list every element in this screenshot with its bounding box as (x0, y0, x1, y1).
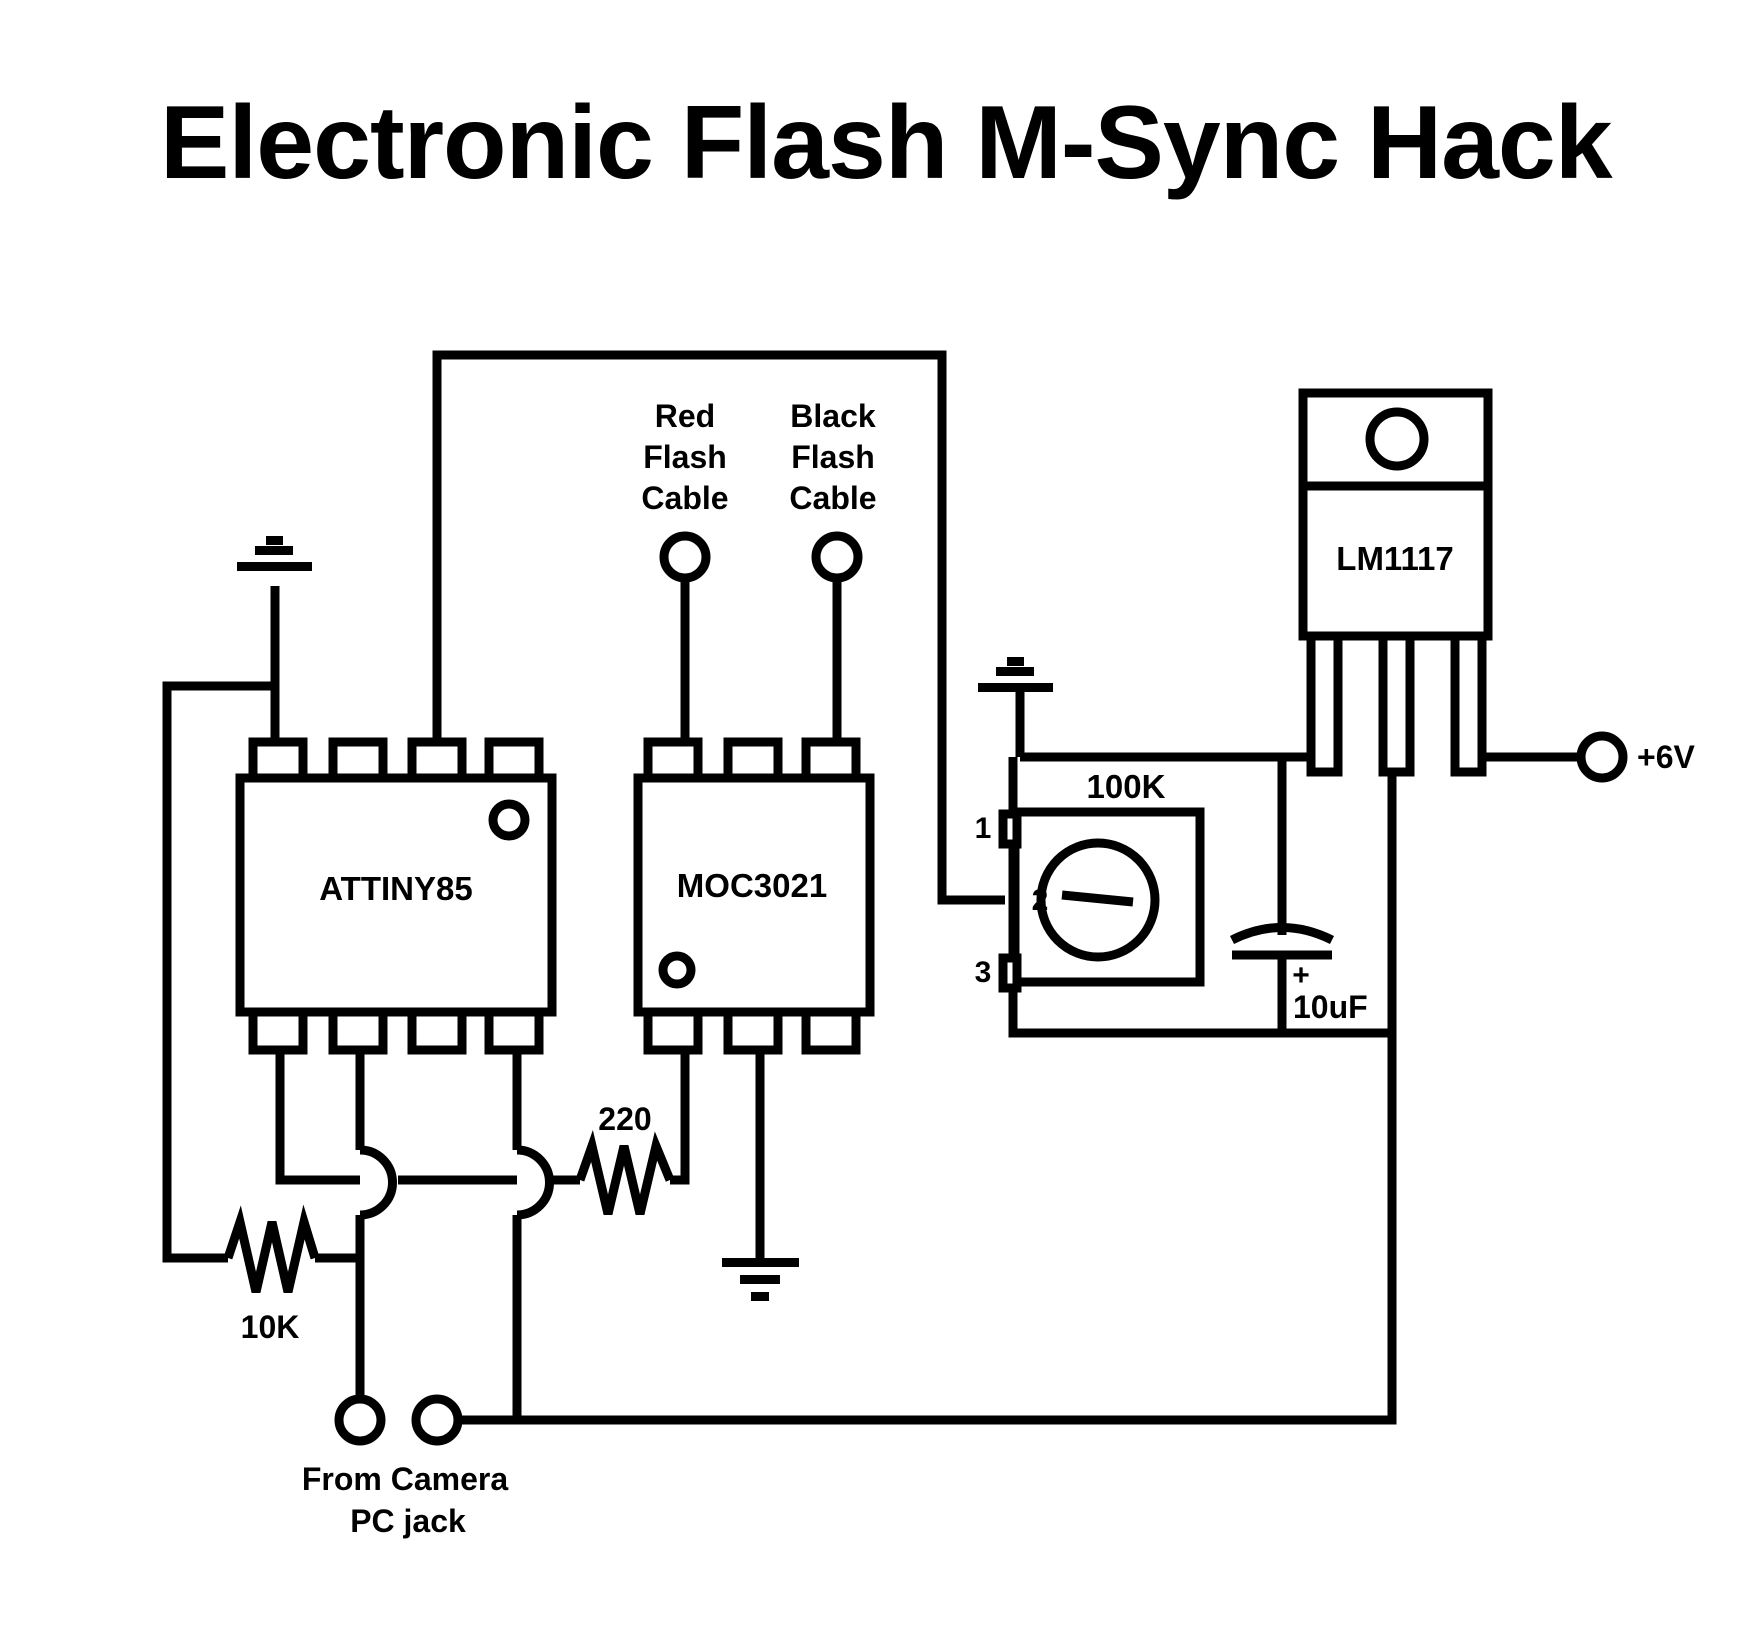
camera-signal-terminal (334, 1394, 386, 1446)
ground-symbol-top-left (237, 536, 312, 571)
resistor-220: 220 (575, 1101, 675, 1216)
potentiometer-label: 100K (1087, 768, 1166, 805)
attiny85-label: ATTINY85 (319, 870, 472, 907)
moc3021-chip: MOC3021 (633, 737, 875, 1055)
wire-attiny-pin3-to-pot-wiper (432, 350, 1005, 905)
supply-label: +6V (1637, 739, 1695, 775)
ground-symbol-moc (722, 1258, 799, 1301)
potentiometer-wiper (1061, 890, 1134, 907)
camera-label-line2: PC jack (350, 1503, 466, 1539)
wire-hop-over-2 (516, 1145, 554, 1220)
red-cable-label-line1: Red (655, 398, 715, 434)
lm1117-regulator: LM1117 (1298, 388, 1493, 777)
lm1117-mounting-hole (1365, 407, 1429, 471)
capacitor-label: 10uF (1293, 989, 1368, 1025)
potentiometer-pin-2-label: 2 (1032, 884, 1049, 917)
black-cable-label-line1: Black (790, 398, 876, 434)
capacitor-curved-plate (1229, 923, 1335, 945)
camera-pc-jack-terminals: From Camera PC jack (302, 1394, 509, 1539)
resistor-10k: 10K (223, 1204, 320, 1345)
attiny85-pin1-dot (488, 799, 530, 841)
wire-220-to-moc (670, 1017, 690, 1185)
black-flash-cable-terminal: Black Flash Cable (789, 398, 877, 583)
black-cable-label-line2: Flash (791, 439, 875, 475)
red-cable-label-line2: Flash (643, 439, 727, 475)
ground-symbol-pot (978, 657, 1053, 692)
potentiometer-pin-3-label: 3 (975, 956, 992, 989)
red-flash-cable-terminal: Red Flash Cable (641, 398, 729, 583)
resistor-10k-label: 10K (241, 1309, 300, 1345)
capacitor-10uf: + 10uF (1229, 923, 1368, 1025)
potentiometer-pin-1-label: 1 (975, 812, 992, 845)
resistor-220-label: 220 (598, 1101, 651, 1137)
wire-ground-bus (517, 775, 1397, 1425)
black-cable-label-line3: Cable (789, 480, 876, 516)
potentiometer-100k: 100K 1 2 3 (975, 768, 1205, 993)
red-cable-label-line3: Cable (641, 480, 728, 516)
camera-ground-terminal (411, 1394, 463, 1446)
capacitor-polarity: + (1292, 959, 1310, 992)
moc3021-pin1-dot (658, 951, 696, 989)
supply-terminal: +6V (1576, 731, 1695, 783)
lm1117-label: LM1117 (1336, 540, 1453, 577)
attiny85-chip: ATTINY85 (235, 737, 557, 1055)
diagram-title: Electronic Flash M-Sync Hack (160, 85, 1613, 201)
wire-attiny-bottom-pin1 (275, 1050, 360, 1185)
wire-left-loop (162, 681, 275, 1263)
potentiometer-dial (1036, 838, 1160, 962)
moc3021-label: MOC3021 (677, 867, 827, 904)
camera-label-line1: From Camera (302, 1461, 509, 1497)
wire-hop-over-1 (359, 1145, 397, 1220)
